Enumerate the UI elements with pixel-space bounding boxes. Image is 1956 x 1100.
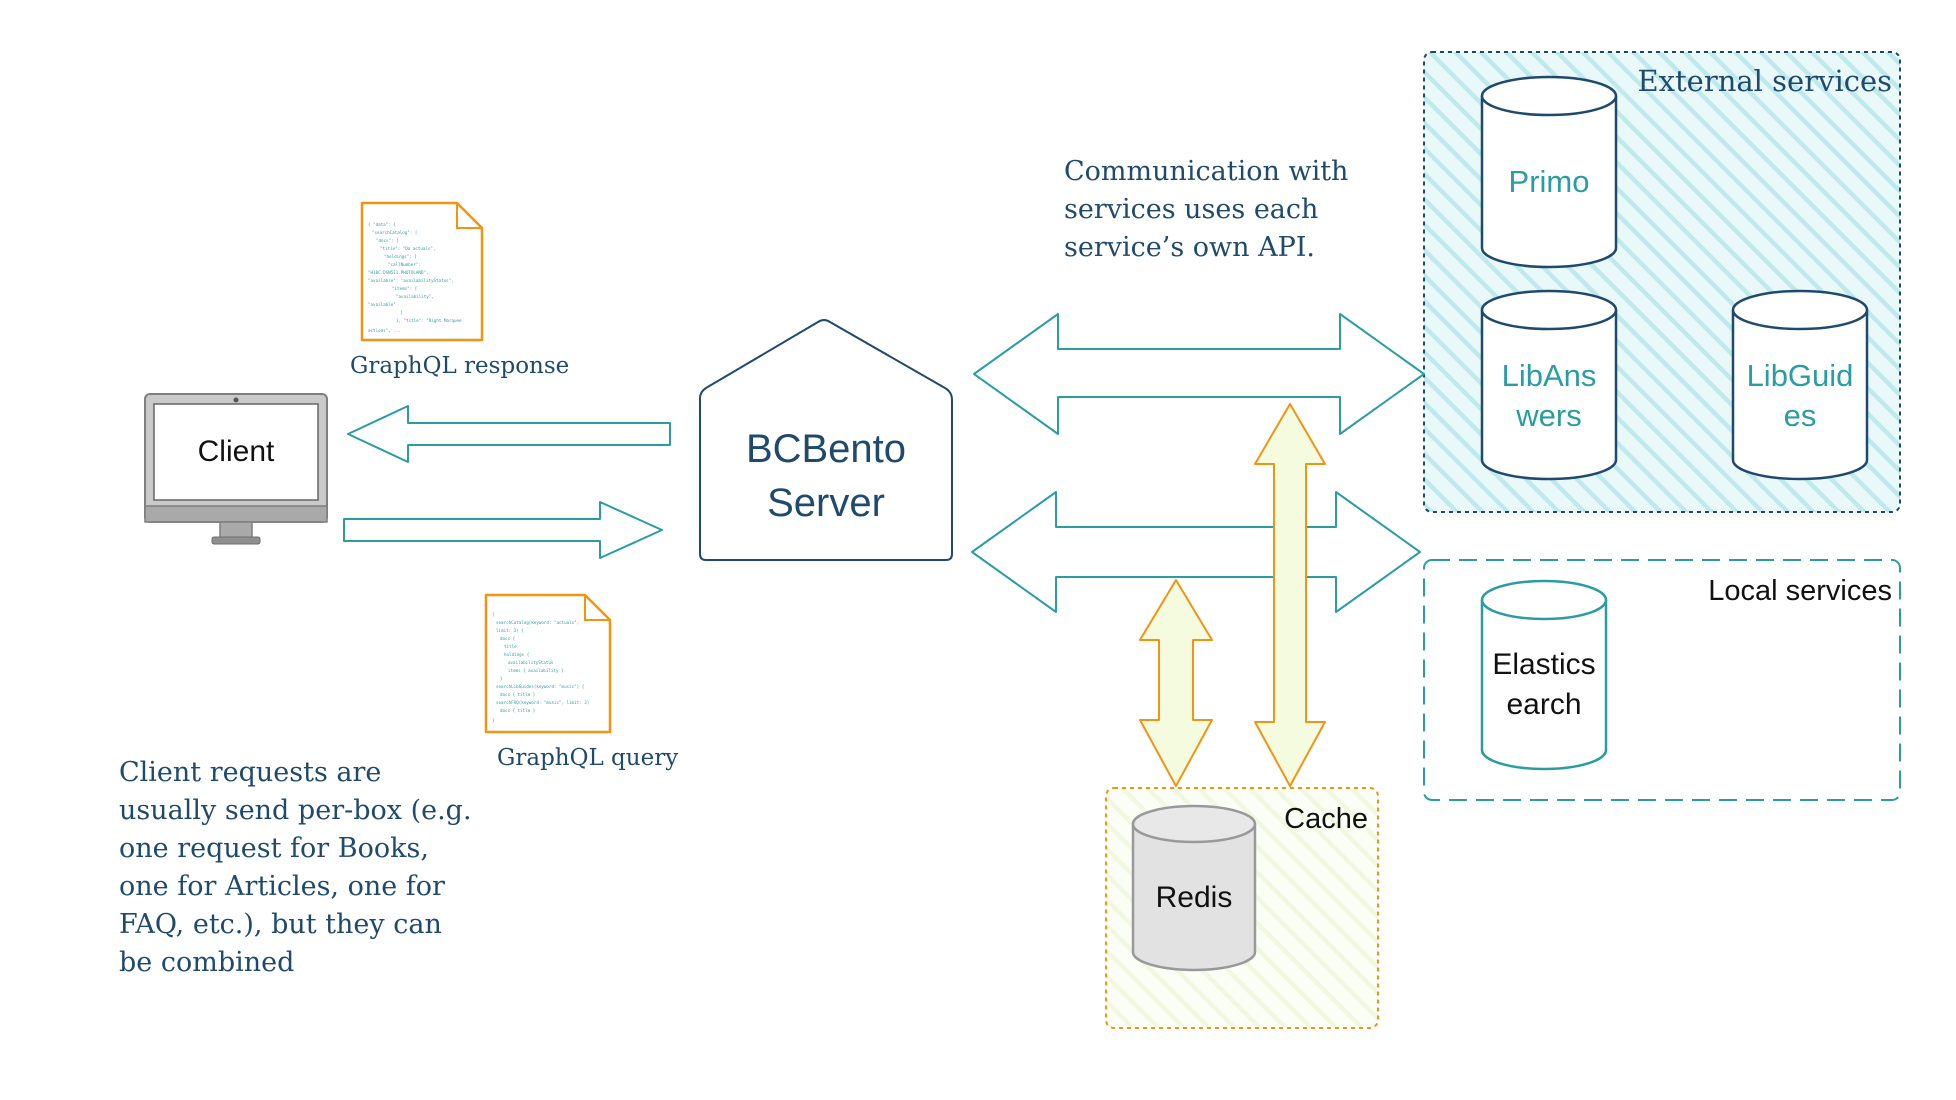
response-arrow (347, 405, 671, 463)
elasticsearch-database-icon (1480, 579, 1608, 771)
communication-note-line: service’s own API. (1064, 232, 1315, 263)
local-services-title: Local services (1708, 575, 1892, 607)
bcbento-server-node (699, 319, 953, 561)
server-local-double-arrow (971, 491, 1421, 613)
elasticsearch-label-line2: earch (1506, 688, 1581, 721)
server-label-line1: BCBento (746, 427, 906, 471)
svg-text:}, "title": "Right Marquee: }, "title": "Right Marquee (396, 318, 462, 323)
graphql-query-document-icon: { searchCatalog(keyword: "actuals", limi… (484, 593, 612, 734)
svg-text:"available": "availabilityStat: "available": "availabilityStatus", (368, 278, 454, 283)
graphql-response-document-icon: { "data": { "searchCatalog": [ "docs": [… (360, 201, 484, 342)
external-services-title: External services (1637, 64, 1892, 98)
svg-text:"callNumber":: "callNumber": (388, 262, 421, 267)
svg-text:holdings {: holdings { (504, 652, 530, 657)
primo-database-icon (1480, 75, 1618, 269)
client-note-line: FAQ, etc.), but they can (119, 909, 442, 940)
svg-text:docs { title }: docs { title } (500, 692, 536, 697)
redis-database-icon (1131, 804, 1257, 972)
svg-text:"available": "available" (368, 302, 396, 307)
svg-text:docs {: docs { (500, 636, 516, 641)
svg-text:]: ] (400, 310, 403, 315)
svg-text:title: title (504, 644, 517, 649)
communication-note-line: Communication with (1064, 156, 1348, 187)
cache-redis-double-arrow-short (1139, 579, 1213, 787)
libanswers-database-icon (1480, 289, 1618, 481)
client-label: Client (198, 435, 275, 468)
libanswers-label-line1: LibAns (1502, 358, 1597, 393)
server-label-line2: Server (767, 481, 885, 525)
svg-text:"holdings": [: "holdings": [ (384, 254, 417, 259)
client-monitor-icon (144, 393, 328, 545)
svg-text:{ "data": {: { "data": { (368, 222, 396, 227)
svg-text:searchCatalog(keyword: "actual: searchCatalog(keyword: "actuals", (496, 620, 579, 625)
client-note-line: usually send per-box (e.g. (119, 795, 472, 826)
client-note-line: one request for Books, (119, 833, 429, 864)
svg-text:"items": [: "items": [ (392, 286, 417, 291)
cache-title: Cache (1284, 803, 1368, 835)
svg-text:docs { title }: docs { title } (500, 708, 536, 713)
libguides-label-line2: es (1784, 398, 1817, 433)
cache-redis-double-arrow-tall (1254, 403, 1326, 787)
svg-text:"availability",: "availability", (396, 294, 434, 299)
svg-text:}: } (492, 718, 495, 723)
client-note-line: one for Articles, one for (119, 871, 445, 902)
svg-text:items { availability }: items { availability } (508, 668, 564, 673)
svg-text:"H10C.DSN511.PHOTOLAND",: "H10C.DSN511.PHOTOLAND", (368, 270, 429, 275)
libanswers-label-line2: wers (1515, 398, 1581, 433)
svg-text:searchLibGuides(keyword: "musi: searchLibGuides(keyword: "music") { (496, 684, 585, 689)
client-note-line: be combined (119, 947, 294, 978)
client-note-line: Client requests are (119, 757, 381, 788)
svg-text:actions", ...: actions", ... (368, 328, 401, 333)
communication-note: Communication with services uses each se… (1064, 156, 1348, 263)
svg-text:availabilityStatus: availabilityStatus (508, 660, 554, 665)
svg-text:"searchCatalog": [: "searchCatalog": [ (372, 230, 417, 235)
svg-text:"title": "Da actuals",: "title": "Da actuals", (380, 246, 435, 251)
svg-text:limit: 3) {: limit: 3) { (496, 628, 524, 633)
primo-label: Primo (1509, 164, 1590, 199)
svg-text:}: } (500, 676, 503, 681)
graphql-response-label: GraphQL response (350, 353, 569, 379)
redis-label: Redis (1156, 881, 1233, 914)
svg-text:searchFAQ(keyword: "music", li: searchFAQ(keyword: "music", limit: 3) (496, 700, 589, 705)
server-external-double-arrow (973, 313, 1425, 435)
query-arrow (343, 501, 663, 559)
client-note: Client requests are usually send per-box… (119, 757, 472, 978)
svg-text:"docs": [: "docs": [ (376, 238, 399, 243)
libguides-database-icon (1731, 289, 1869, 481)
elasticsearch-label-line1: Elastics (1492, 648, 1595, 681)
libguides-label-line1: LibGuid (1747, 358, 1854, 393)
svg-text:{: { (492, 612, 495, 617)
graphql-query-label: GraphQL query (497, 745, 678, 771)
communication-note-line: services uses each (1064, 194, 1318, 225)
